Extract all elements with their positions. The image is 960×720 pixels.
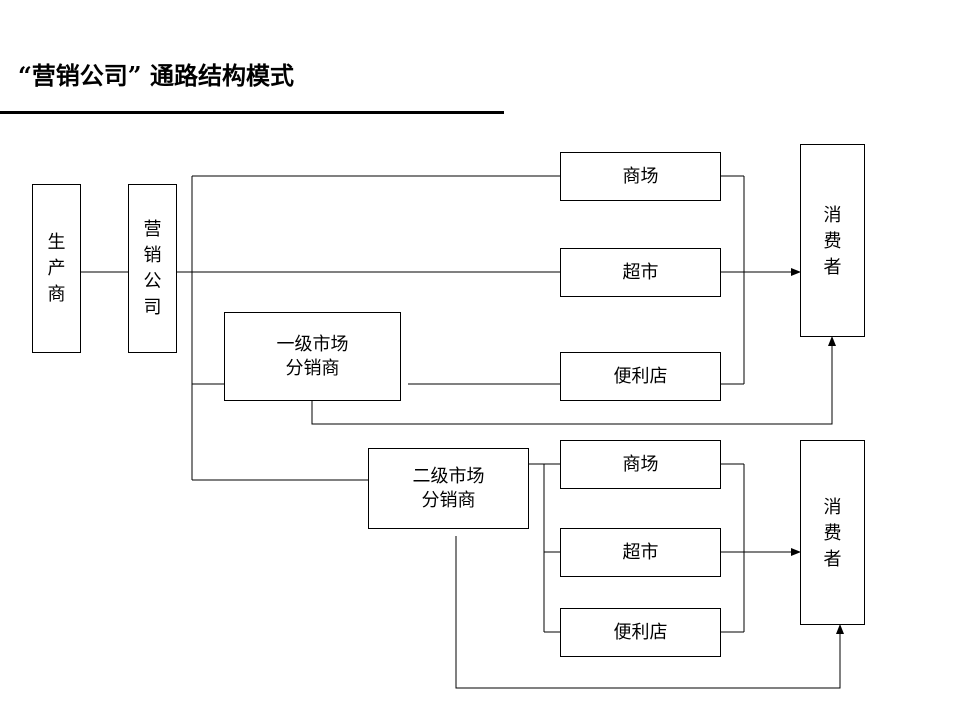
page-title: “营销公司” 通路结构模式 [18,61,294,90]
title-underline [0,111,504,114]
arrow-dist2-consumer [455,536,844,689]
node-consumer-1: 消费者 [800,144,865,337]
node-consumer-2: 消费者 [800,440,865,625]
node-supermarket-1: 超市 [560,248,721,297]
node-mall-1: 商场 [560,152,721,201]
node-marketing-company: 营销公司 [128,184,177,353]
node-convenience-store-1: 便利店 [560,352,721,401]
node-dist-level1: 一级市场 分销商 [224,312,401,401]
node-supermarket-2: 超市 [560,528,721,577]
node-producer: 生产商 [32,184,81,353]
node-dist-level2: 二级市场 分销商 [368,448,529,529]
node-mall-2: 商场 [560,440,721,489]
arrow-dist1-consumer [311,336,836,425]
node-convenience-store-2: 便利店 [560,608,721,657]
